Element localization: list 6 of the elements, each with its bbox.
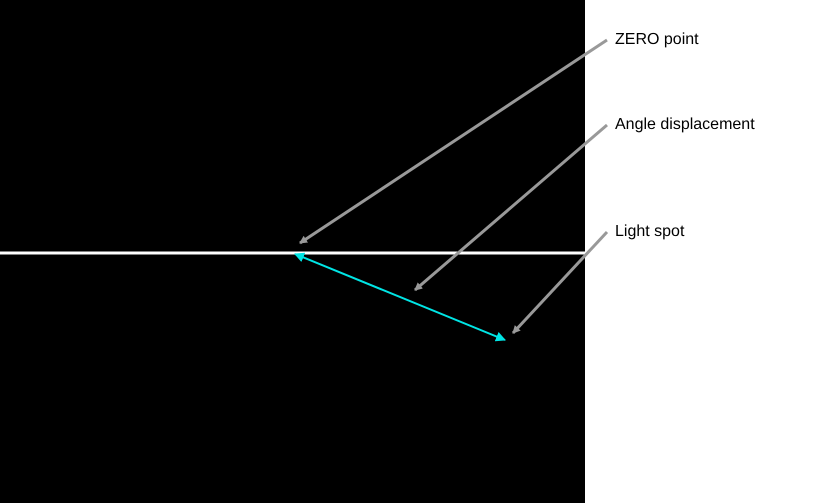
leader-line: [512, 230, 608, 334]
leader-line: [414, 124, 608, 292]
callout-label: ZERO point: [615, 30, 699, 50]
leader-line: [299, 38, 608, 244]
callout-label: Light spot: [615, 222, 684, 242]
callout-label: Angle displacement: [615, 115, 755, 135]
